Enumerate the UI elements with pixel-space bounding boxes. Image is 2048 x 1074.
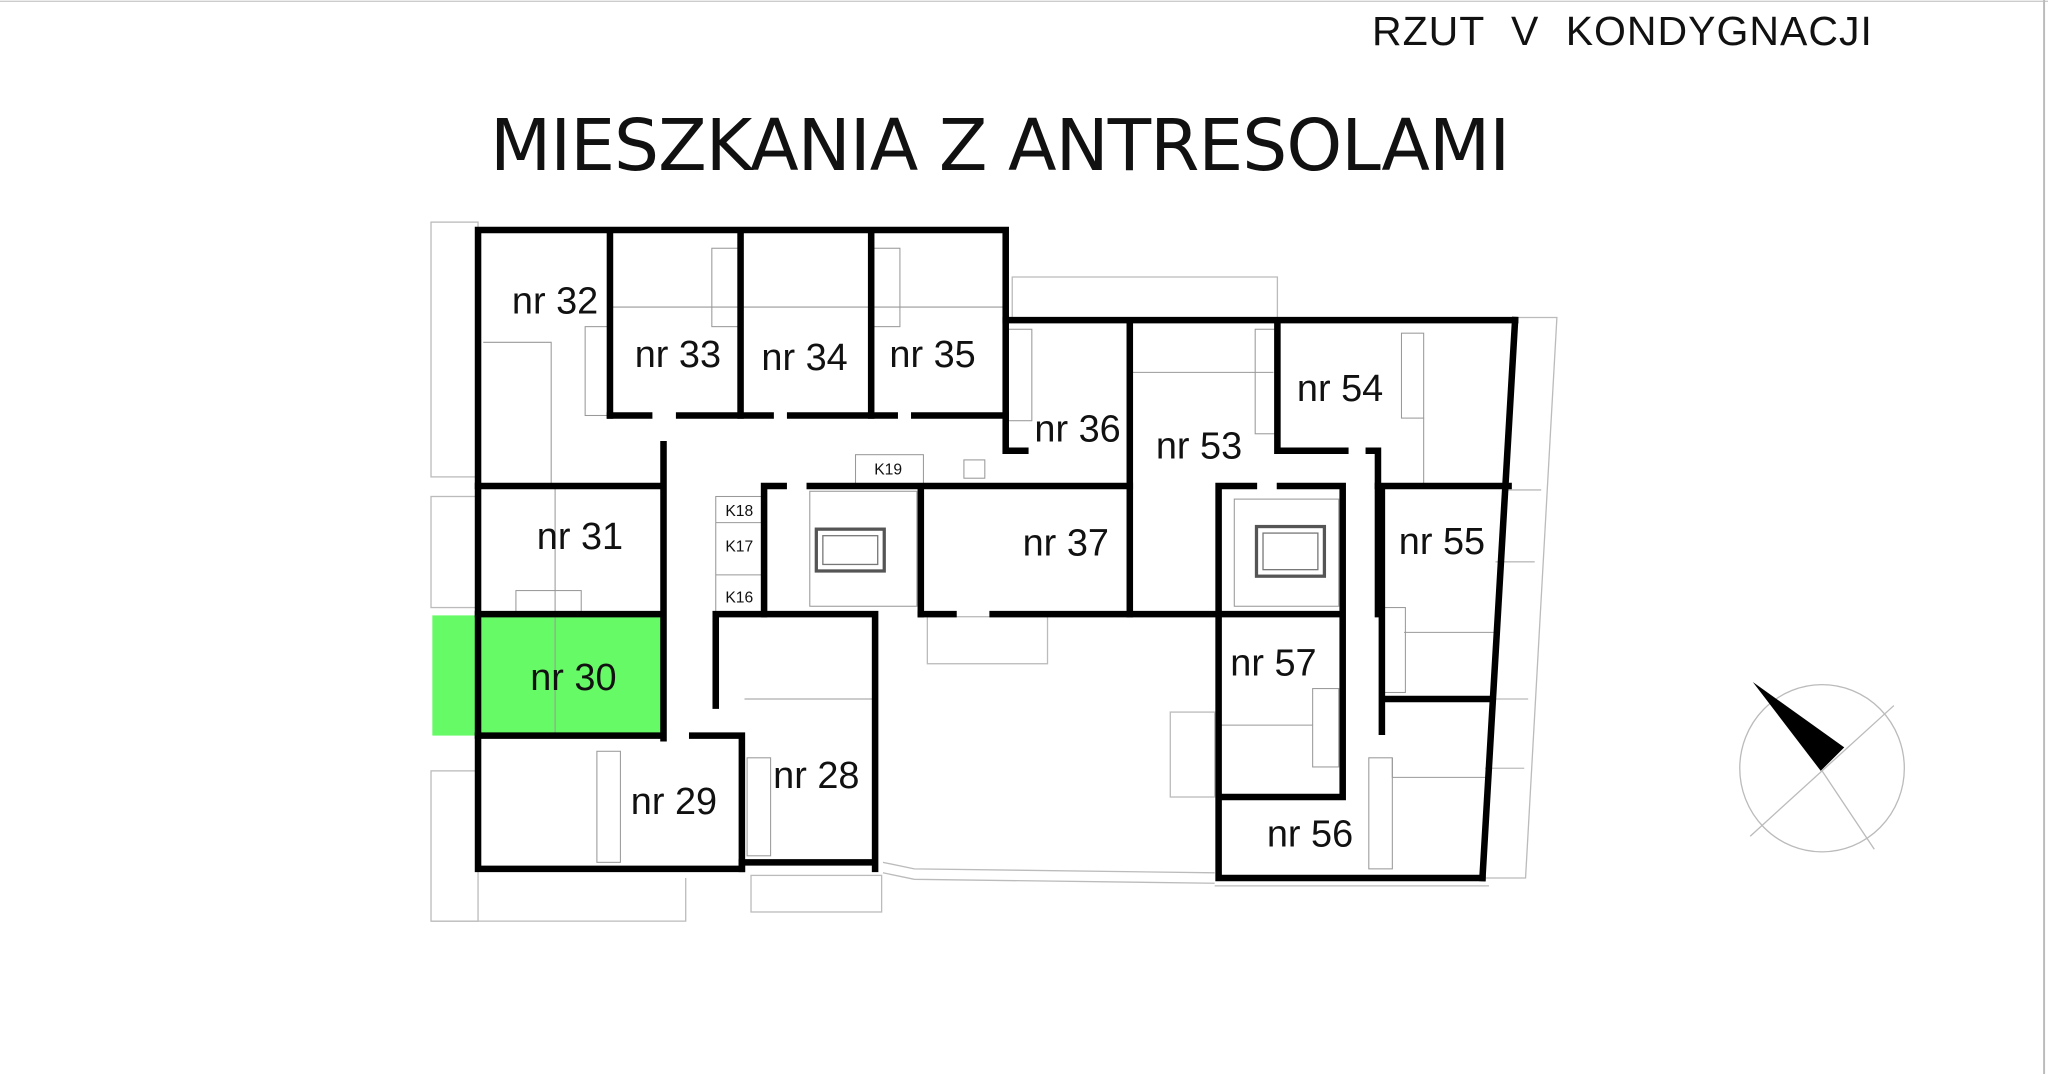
apartment-37-label[interactable]: nr 37 xyxy=(1023,522,1109,564)
walls xyxy=(474,226,1519,882)
apartment-29-label[interactable]: nr 29 xyxy=(631,781,717,823)
page-title: MIESZKANIA Z ANTRESOLAMI xyxy=(490,104,1510,187)
apartment-30-highlight[interactable] xyxy=(432,615,664,736)
apartment-31-label[interactable]: nr 31 xyxy=(537,516,623,558)
apartment-35-label[interactable]: nr 35 xyxy=(889,334,975,376)
storage-k16-label: K16 xyxy=(725,589,753,606)
storage-k19-label: K19 xyxy=(874,461,902,478)
apartment-labels: nr 32 nr 33 nr 34 nr 35 nr 36 nr 37 nr 5… xyxy=(512,281,1485,856)
apartment-53-label[interactable]: nr 53 xyxy=(1156,426,1242,468)
apartment-57-label[interactable]: nr 57 xyxy=(1230,642,1316,684)
apartment-54-label[interactable]: nr 54 xyxy=(1297,368,1383,410)
apartment-32-label[interactable]: nr 32 xyxy=(512,281,598,323)
apartment-30-label[interactable]: nr 30 xyxy=(530,657,616,699)
storage-k17-label: K17 xyxy=(725,538,753,555)
floor-subtitle: RZUT V KONDYGNACJI xyxy=(1372,8,1873,54)
apartment-34-label[interactable]: nr 34 xyxy=(761,337,847,379)
apartment-36-label[interactable]: nr 36 xyxy=(1034,409,1120,451)
apartment-28-label[interactable]: nr 28 xyxy=(773,755,859,797)
apartment-33-label[interactable]: nr 33 xyxy=(635,334,721,376)
apartment-55-label[interactable]: nr 55 xyxy=(1399,521,1485,563)
storage-labels: K19 K18 K17 K16 xyxy=(725,461,902,606)
north-arrow-compass xyxy=(1739,682,1905,853)
storage-k18-label: K18 xyxy=(725,503,753,520)
apartment-56-label[interactable]: nr 56 xyxy=(1267,814,1353,856)
